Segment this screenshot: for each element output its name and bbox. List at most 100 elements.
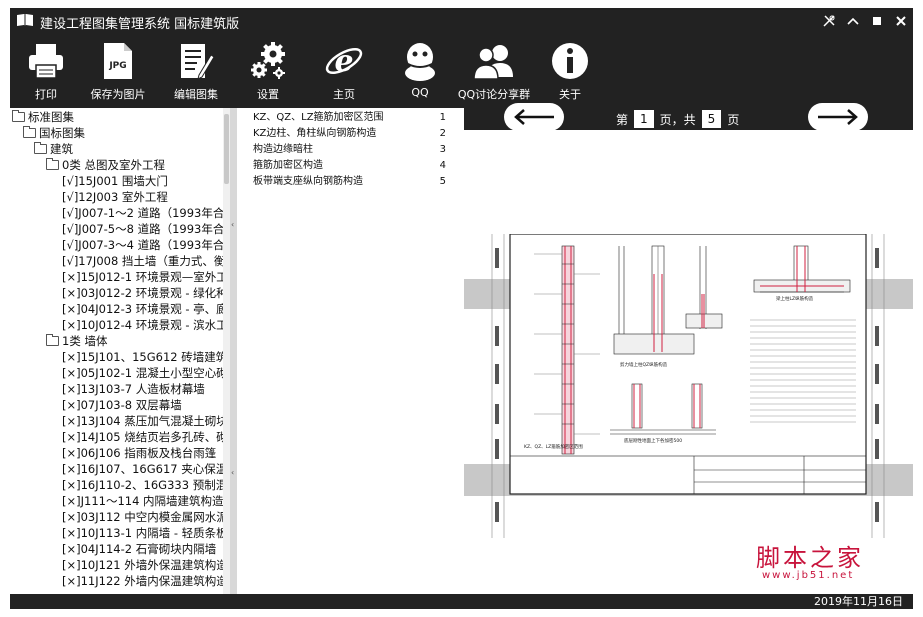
atlas-tree: 标准图集 国标图集 建筑 0类 总图及室外工程 [√]15J001 围墙大门 [… bbox=[10, 108, 230, 594]
info-icon bbox=[548, 38, 592, 84]
tree-leaf[interactable]: [×]10J113-1 内隔墙 - 轻质条板 bbox=[62, 525, 228, 541]
window-title: 建设工程图集管理系统 国标建筑版 bbox=[40, 17, 240, 32]
left-splitter[interactable]: ‹ ‹ bbox=[230, 108, 237, 594]
next-page-button[interactable] bbox=[808, 103, 868, 131]
tree-node-label: 国标图集 bbox=[39, 126, 85, 140]
tree-leaf[interactable]: [×]05J102-1 混凝土小型空心砌 bbox=[62, 365, 228, 381]
about-label: 关于 bbox=[559, 88, 581, 101]
tree-node-label: 标准图集 bbox=[28, 110, 74, 124]
page-indicator: 第 1 页，共 5 页 bbox=[616, 108, 739, 130]
collapse-button[interactable] bbox=[841, 8, 865, 34]
settings-label: 设置 bbox=[257, 88, 279, 101]
tree-leaf[interactable]: [×]15J101、15G612 砖墙建筑 bbox=[62, 349, 227, 365]
book-icon bbox=[16, 13, 34, 31]
arrow-right-icon bbox=[818, 109, 858, 125]
edit-atlas-button[interactable]: 编辑图集 bbox=[168, 38, 224, 104]
pin-button[interactable] bbox=[817, 8, 841, 34]
current-page-field[interactable]: 1 bbox=[634, 110, 654, 128]
tree-leaf-label: [√]J007-1～2 道路（1993年合 bbox=[62, 206, 225, 220]
list-item-name: 构造边缘暗柱 bbox=[253, 144, 313, 155]
tree-leaf[interactable]: [√]J007-1～2 道路（1993年合 bbox=[62, 205, 224, 221]
tree-leaf[interactable]: [×]10J121 外墙外保温建筑构造 bbox=[62, 557, 228, 573]
tree-leaf-label: [×]06J106 指雨板及栈台雨篷 bbox=[62, 446, 217, 460]
qq-penguin-icon bbox=[398, 38, 442, 84]
print-button[interactable]: 打印 bbox=[24, 38, 68, 104]
watermark: 脚本之家 www.jb51.net bbox=[756, 538, 906, 588]
drawing-caption-main: KZ、QZ、LZ箍筋加密区范围 bbox=[524, 443, 583, 450]
title-bar: 建设工程图集管理系统 国标建筑版 bbox=[10, 8, 913, 34]
tree-node-cat1[interactable]: 1类 墙体 bbox=[46, 333, 107, 349]
window-controls bbox=[817, 8, 913, 34]
tree-scrollbar[interactable] bbox=[223, 108, 230, 594]
tree-leaf[interactable]: [×]03J112 中空内模金属网水泥 bbox=[62, 509, 228, 525]
list-item-name: KZ边柱、角柱纵向钢筋构造 bbox=[253, 128, 377, 139]
tree-leaf[interactable]: [×]11J122 外墙内保温建筑构造 bbox=[62, 573, 228, 589]
tree-leaf[interactable]: [√]J007-5～8 道路（1993年合 bbox=[62, 221, 224, 237]
tree-leaf[interactable]: [√]J007-3～4 道路（1993年合 bbox=[62, 237, 224, 253]
tree-leaf[interactable]: [×]14J105 烧结页岩多孔砖、砌 bbox=[62, 429, 228, 445]
edit-atlas-label: 编辑图集 bbox=[174, 88, 218, 101]
tree-node-building[interactable]: 建筑 bbox=[34, 141, 73, 157]
printer-icon bbox=[24, 38, 68, 84]
total-pages: 5 bbox=[701, 110, 722, 128]
gears-icon bbox=[246, 38, 290, 84]
tree-leaf[interactable]: [√]15J001 围墙大门 bbox=[62, 173, 168, 189]
tree-leaf[interactable]: [√]12J003 室外工程 bbox=[62, 189, 168, 205]
home-label: 主页 bbox=[333, 88, 355, 101]
tree-leaf-label: [√]J007-5～8 道路（1993年合 bbox=[62, 222, 225, 236]
qq-group-button[interactable]: QQ讨论分享群 bbox=[454, 38, 534, 104]
home-button[interactable]: e 主页 bbox=[322, 38, 366, 104]
tree-scrollbar-thumb[interactable] bbox=[224, 114, 229, 184]
tree-leaf[interactable]: [×]06J106 指雨板及栈台雨篷 bbox=[62, 445, 216, 461]
save-image-button[interactable]: JPG 保存为图片 bbox=[86, 38, 150, 104]
tree-leaf[interactable]: [×]07J103-8 双层幕墙 bbox=[62, 397, 182, 413]
tree-node-label: 1类 墙体 bbox=[62, 334, 108, 348]
prev-page-button[interactable] bbox=[504, 103, 564, 131]
tree-node-label: 0类 总图及室外工程 bbox=[62, 158, 165, 172]
tree-leaf-label: [×]03J012-2 环境景观 - 绿化种 bbox=[62, 286, 228, 300]
svg-text:e: e bbox=[334, 44, 353, 79]
minimize-icon bbox=[873, 17, 881, 25]
tree-node-cat0[interactable]: 0类 总图及室外工程 bbox=[46, 157, 165, 173]
list-item[interactable]: 构造边缘暗柱 3 bbox=[237, 142, 464, 157]
tree-leaf[interactable]: [×]10J012-4 环境景观 - 滨水工 bbox=[62, 317, 228, 333]
tree-leaf[interactable]: [×]15J012-1 环境景观—室外工 bbox=[62, 269, 228, 285]
qq-label: QQ bbox=[411, 86, 429, 99]
folder-icon bbox=[46, 158, 59, 170]
svg-text:JPG: JPG bbox=[108, 61, 126, 71]
tree-leaf[interactable]: [×]J111～114 内隔墙建筑构造 bbox=[62, 493, 224, 509]
tree-leaf[interactable]: [√]17J008 挡土墙（重力式、衡 bbox=[62, 253, 225, 269]
construction-drawing: KZ、QZ、LZ箍筋加密区范围 剪力墙上柱QZ纵筋构造 bbox=[464, 233, 913, 538]
list-item-name: 板带端支座纵向钢筋构造 bbox=[253, 176, 363, 187]
list-item[interactable]: KZ边柱、角柱纵向钢筋构造 2 bbox=[237, 126, 464, 141]
list-item[interactable]: 板带端支座纵向钢筋构造 5 bbox=[237, 174, 464, 189]
chevron-left-icon: ‹ bbox=[231, 468, 235, 477]
minimize-button[interactable] bbox=[865, 8, 889, 34]
tree-leaf[interactable]: [×]13J103-7 人造板材幕墙 bbox=[62, 381, 205, 397]
qq-button[interactable]: QQ bbox=[398, 38, 442, 104]
arrow-left-icon bbox=[514, 109, 554, 125]
settings-button[interactable]: 设置 bbox=[246, 38, 290, 104]
folder-icon bbox=[34, 142, 47, 154]
tree-leaf[interactable]: [×]04J114-2 石膏砌块内隔墙 bbox=[62, 541, 216, 557]
list-item-number: 2 bbox=[439, 128, 446, 139]
tree-node-national[interactable]: 国标图集 bbox=[23, 125, 85, 141]
close-icon bbox=[896, 16, 906, 26]
tree-leaf[interactable]: [×]16J107、16G617 夹心保温 bbox=[62, 461, 227, 477]
about-button[interactable]: 关于 bbox=[548, 38, 592, 104]
tree-leaf[interactable]: [×]13J104 蒸压加气混凝土砌块 bbox=[62, 413, 228, 429]
toolbar: 打印 JPG 保存为图片 编辑图集 bbox=[10, 34, 913, 108]
folder-icon bbox=[46, 334, 59, 346]
tree-leaf[interactable]: [×]03J012-2 环境景观 - 绿化种 bbox=[62, 285, 228, 301]
tree-leaf[interactable]: [×]04J012-3 环境景观 - 亭、廊 bbox=[62, 301, 228, 317]
tree-leaf-label: [×]05J102-1 混凝土小型空心砌 bbox=[62, 366, 228, 380]
close-button[interactable] bbox=[889, 8, 913, 34]
tree-node-root[interactable]: 标准图集 bbox=[12, 109, 74, 125]
list-item-number: 5 bbox=[439, 176, 446, 187]
tree-leaf-label: [×]07J103-8 双层幕墙 bbox=[62, 398, 182, 412]
list-item-number: 3 bbox=[439, 144, 446, 155]
tree-leaf[interactable]: [×]16J110-2、16G333 预制混 bbox=[62, 477, 227, 493]
